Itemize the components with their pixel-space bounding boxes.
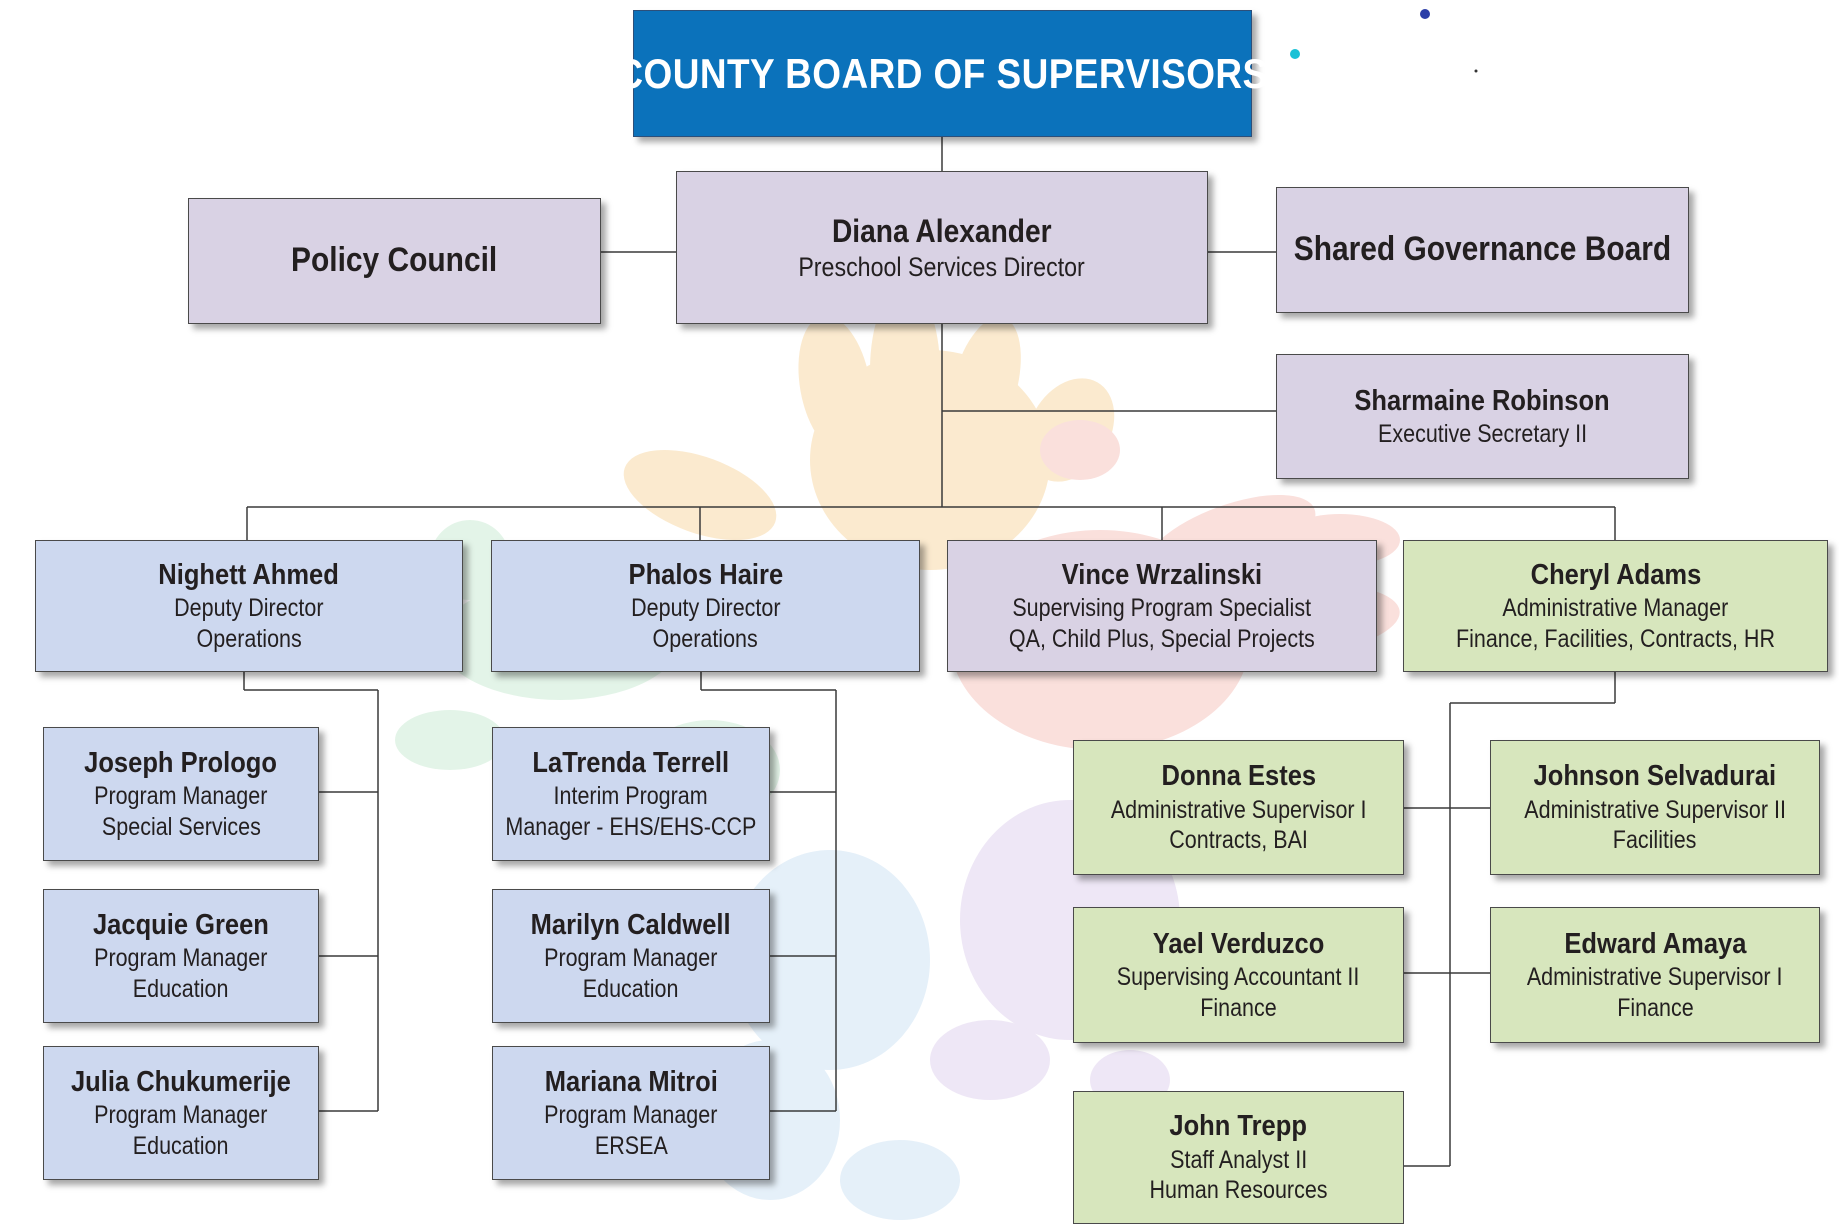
deputy-line2: Finance, Facilities, Contracts, HR — [1455, 624, 1776, 653]
exec-secretary-title: Executive Secretary II — [1377, 419, 1588, 448]
report-line2: Education — [133, 974, 229, 1003]
report-line1: Staff Analyst II — [1169, 1145, 1308, 1174]
report-name: Yael Verduzco — [1152, 927, 1325, 960]
report-name: LaTrenda Terrell — [532, 746, 730, 779]
report-box-verduzco: Yael Verduzco Supervising Accountant II … — [1073, 907, 1404, 1043]
deputy-line1: Deputy Director — [174, 594, 324, 623]
report-line2: Facilities — [1613, 826, 1697, 855]
shared-governance-title: Shared Governance Board — [1293, 230, 1672, 269]
director-box: Diana Alexander Preschool Services Direc… — [676, 171, 1208, 324]
report-line1: Program Manager — [544, 944, 718, 973]
report-box-amaya: Edward Amaya Administrative Supervisor I… — [1490, 907, 1820, 1043]
report-line1: Administrative Supervisor I — [1527, 963, 1783, 992]
report-box-selvadurai: Johnson Selvadurai Administrative Superv… — [1490, 740, 1820, 875]
report-line1: Supervising Accountant II — [1117, 963, 1360, 992]
report-name: Edward Amaya — [1563, 927, 1747, 960]
director-name: Diana Alexander — [832, 212, 1052, 249]
report-line1: Administrative Supervisor I — [1110, 795, 1367, 824]
report-name: Jacquie Green — [93, 908, 269, 941]
exec-secretary-name: Sharmaine Robinson — [1354, 384, 1611, 417]
policy-council-title: Policy Council — [291, 241, 498, 280]
policy-council-box: Policy Council — [188, 198, 601, 324]
deputy-name: Nighett Ahmed — [158, 558, 340, 591]
report-line2: Education — [583, 974, 679, 1003]
report-box-chukumerije: Julia Chukumerije Program Manager Educat… — [43, 1046, 319, 1180]
deputy-line2: QA, Child Plus, Special Projects — [1009, 624, 1315, 653]
report-line1: Program Manager — [94, 782, 268, 811]
deputy-line2: Operations — [196, 624, 302, 653]
board-box: COUNTY BOARD OF SUPERVISORS — [617, 10, 1268, 137]
director-title: Preschool Services Director — [798, 251, 1086, 282]
deputy-line1: Deputy Director — [630, 594, 781, 623]
report-box-caldwell: Marilyn Caldwell Program Manager Educati… — [492, 889, 770, 1023]
report-line2: Contracts, BAI — [1169, 826, 1308, 855]
report-box-prologo: Joseph Prologo Program Manager Special S… — [43, 727, 319, 861]
report-name: Marilyn Caldwell — [531, 908, 731, 941]
report-box-green: Jacquie Green Program Manager Education — [43, 889, 319, 1023]
report-line2: Human Resources — [1149, 1176, 1328, 1205]
deputy-box-wrzalinski: Vince Wrzalinski Supervising Program Spe… — [947, 540, 1377, 672]
deputy-box-haire: Phalos Haire Deputy Director Operations — [491, 540, 920, 672]
report-line1: Interim Program — [553, 782, 709, 811]
report-box-trepp: John Trepp Staff Analyst II Human Resour… — [1073, 1091, 1404, 1224]
report-name: Mariana Mitroi — [544, 1065, 718, 1098]
deputy-box-ahmed: Nighett Ahmed Deputy Director Operations — [35, 540, 463, 672]
report-name: Johnson Selvadurai — [1533, 760, 1777, 793]
deputy-box-adams: Cheryl Adams Administrative Manager Fina… — [1403, 540, 1828, 672]
report-line2: Finance — [1616, 993, 1694, 1022]
deputy-name: Cheryl Adams — [1530, 558, 1701, 591]
report-name: Joseph Prologo — [84, 746, 278, 779]
report-name: John Trepp — [1169, 1110, 1308, 1143]
report-line1: Program Manager — [94, 1101, 268, 1130]
deputy-name: Phalos Haire — [628, 558, 783, 591]
exec-secretary-box: Sharmaine Robinson Executive Secretary I… — [1276, 354, 1689, 479]
report-line2: Manager - EHS/EHS-CCP — [505, 812, 757, 841]
report-line2: Finance — [1200, 993, 1277, 1022]
shared-governance-box: Shared Governance Board — [1276, 187, 1689, 313]
report-box-estes: Donna Estes Administrative Supervisor I … — [1073, 740, 1404, 875]
report-line2: Education — [133, 1131, 229, 1160]
report-name: Donna Estes — [1161, 760, 1316, 793]
report-line1: Program Manager — [544, 1101, 718, 1130]
report-box-mitroi: Mariana Mitroi Program Manager ERSEA — [492, 1046, 770, 1180]
deputy-line1: Administrative Manager — [1502, 594, 1729, 623]
report-line1: Program Manager — [94, 944, 268, 973]
board-title: COUNTY BOARD OF SUPERVISORS — [616, 49, 1269, 97]
report-line2: Special Services — [101, 812, 261, 841]
report-box-terrell: LaTrenda Terrell Interim Program Manager… — [492, 727, 770, 861]
report-line1: Administrative Supervisor II — [1524, 795, 1786, 824]
report-line2: ERSEA — [594, 1131, 668, 1160]
deputy-line2: Operations — [652, 624, 759, 653]
deputy-name: Vince Wrzalinski — [1061, 558, 1263, 591]
deputy-line1: Supervising Program Specialist — [1012, 594, 1312, 623]
report-name: Julia Chukumerije — [71, 1065, 291, 1098]
